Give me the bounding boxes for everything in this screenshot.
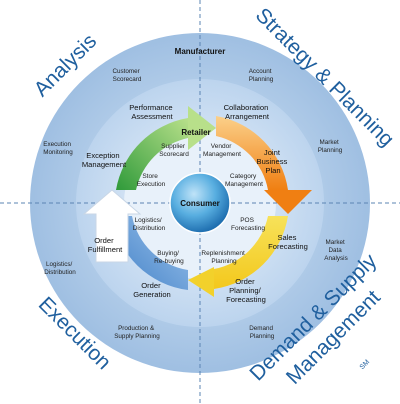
step-performance-assessment: Performance Assessment	[129, 103, 175, 121]
inner-label-vendor-management: Vendor Management	[203, 143, 241, 158]
inner-label-supplier-scorecard: Supplier Scorecard	[159, 143, 189, 158]
green-arc-arrow	[116, 118, 188, 190]
inner-label-pos-forecasting: POS Forecasting	[231, 217, 265, 232]
ring-label-retailer: Retailer	[181, 128, 210, 137]
outer-label-customer-scorecard: Customer Scorecard	[112, 68, 141, 83]
outer-label-demand-planning: Demand Planning	[249, 325, 275, 340]
step-collaboration-arrangement: Collaboration Arrangement	[224, 103, 271, 121]
inner-label-replenishment-planning: Replenishment Planning	[201, 250, 246, 265]
step-order-planning-forecasting: Order Planning/ Forecasting	[226, 277, 266, 304]
step-order-fulfillment: Order Fulfillment	[88, 236, 123, 254]
ring-label-manufacturer: Manufacturer	[175, 47, 226, 56]
step-exception-management: Exception Management	[82, 151, 127, 169]
service-mark: SM	[359, 359, 371, 371]
ring-label-consumer: Consumer	[180, 199, 220, 208]
orange-arc-arrow	[216, 116, 288, 190]
inner-label-logistics-distribution: Logistics/ Distribution	[133, 217, 166, 232]
yellow-arc-arrow	[214, 216, 288, 289]
outer-label-execution-monitoring: Execution Monitoring	[43, 141, 73, 156]
outer-label-market-data-analysis: Market Data Analysis	[324, 239, 347, 262]
green-arrowhead	[188, 106, 216, 150]
outer-label-logistics-distribution: Logistics/ Distribution	[44, 261, 76, 276]
inner-label-category-management: Category Management	[225, 173, 263, 188]
yellow-arrowhead	[188, 267, 214, 297]
inner-label-store-execution: Store Execution	[137, 173, 166, 188]
step-sales-forecasting: Sales Forecasting	[268, 233, 308, 251]
outer-label-account-planning: Account Planning	[249, 68, 274, 83]
outer-label-production-supply-planning: Production & Supply Planning	[114, 325, 160, 340]
outer-label-market-planning: Market Planning	[318, 139, 343, 154]
orange-arrowhead	[264, 190, 312, 214]
blue-arc-arrow	[112, 216, 188, 290]
white-up-arrow	[82, 189, 142, 263]
step-joint-business-plan: Joint Business Plan	[257, 148, 290, 175]
inner-label-buying-rebuying: Buying/ Re-buying	[154, 250, 184, 265]
step-order-generation: Order Generation	[133, 281, 171, 299]
consumer-core	[169, 172, 231, 234]
